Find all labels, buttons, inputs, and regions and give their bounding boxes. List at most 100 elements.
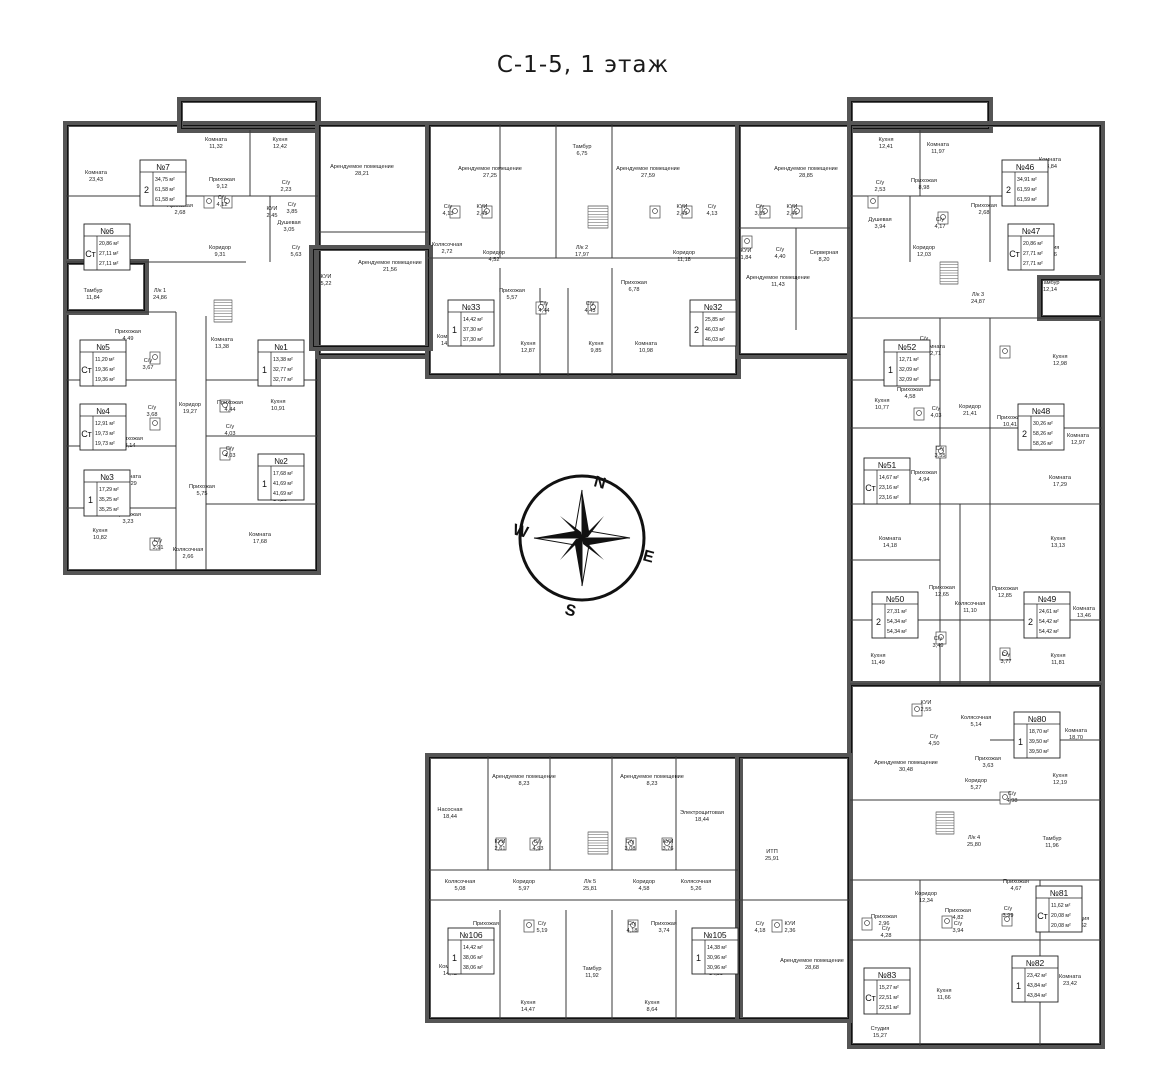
apartment-area-living: 20,86 м² bbox=[1023, 241, 1043, 247]
room-name: Л/к 4 bbox=[968, 835, 980, 841]
room-name: КУИ bbox=[495, 839, 506, 845]
room-area: 21,41 bbox=[963, 411, 977, 417]
room-area: 2,43 bbox=[677, 211, 688, 217]
room-area: 3,76 bbox=[663, 846, 674, 852]
room-area: 4,28 bbox=[881, 933, 892, 939]
room-area: 8,23 bbox=[519, 781, 530, 787]
room-name: Колясочная bbox=[173, 547, 204, 553]
room-area: 4,03 bbox=[225, 431, 236, 437]
room-name: С/у bbox=[1004, 906, 1013, 912]
apartment-area-living: 12,71 м² bbox=[899, 357, 919, 363]
room-name: Прихожая bbox=[115, 329, 141, 335]
room-area: 3,67 bbox=[143, 365, 154, 371]
room-area: 11,32 bbox=[209, 144, 223, 150]
room-name: Кухня bbox=[271, 399, 286, 405]
room-name: Л/к 5 bbox=[584, 879, 596, 885]
room-area: 13,13 bbox=[1051, 543, 1065, 549]
apartment-area-living: 34,91 м² bbox=[1017, 177, 1037, 183]
room-area: 5,22 bbox=[321, 281, 332, 287]
room-area: 2,72 bbox=[442, 249, 453, 255]
room-name: С/у bbox=[882, 926, 891, 932]
room-area: 8,23 bbox=[647, 781, 658, 787]
apartment-area-total: 54,34 м² bbox=[887, 619, 907, 625]
room-area: 10,82 bbox=[93, 535, 107, 541]
room-name: Кухня bbox=[875, 398, 890, 404]
apartment-number: №32 bbox=[704, 302, 723, 312]
room-name: С/у bbox=[776, 247, 785, 253]
room-area: 2,96 bbox=[879, 921, 890, 927]
room-area: 17,29 bbox=[1053, 482, 1067, 488]
room-name: С/у bbox=[756, 204, 765, 210]
apartment-area-living: 25,85 м² bbox=[705, 317, 725, 323]
room-name: Электрощитовая bbox=[680, 810, 724, 816]
apartment-number: №7 bbox=[156, 162, 170, 172]
room-area: 18,44 bbox=[695, 817, 709, 823]
apartment-area-gross: 20,08 м² bbox=[1051, 923, 1071, 929]
apartment-area-gross: 54,34 м² bbox=[887, 629, 907, 635]
room-area: 9,31 bbox=[215, 252, 226, 258]
labels-layer: Комната23,43Комната11,32Кухня12,42Прихож… bbox=[84, 137, 1096, 1039]
room-name: Душевая bbox=[277, 220, 300, 226]
apartment-area-gross: 32,09 м² bbox=[899, 377, 919, 383]
room-name: Прихожая bbox=[911, 470, 937, 476]
room-name: Прихожая bbox=[499, 288, 525, 294]
room-area: 4,94 bbox=[919, 477, 930, 483]
apartment-area-total: 54,42 м² bbox=[1039, 619, 1059, 625]
apartment-area-living: 14,38 м² bbox=[707, 945, 727, 951]
room-name: Прихожая bbox=[189, 484, 215, 490]
room-name: С/у bbox=[586, 301, 595, 307]
apartment-type: 1 bbox=[696, 953, 701, 963]
room-name: С/у bbox=[218, 195, 227, 201]
apartment-area-living: 15,27 м² bbox=[879, 985, 899, 991]
apartment-type: 1 bbox=[452, 325, 457, 335]
room-name: Л/к 1 bbox=[154, 288, 166, 294]
apartment-type: Cт bbox=[85, 249, 96, 259]
room-area: 12,41 bbox=[879, 144, 893, 150]
apartment-number: №48 bbox=[1032, 406, 1051, 416]
apartment-number: №106 bbox=[459, 930, 483, 940]
apartment-area-total: 46,03 м² bbox=[705, 327, 725, 333]
apartment-area-total: 19,73 м² bbox=[95, 431, 115, 437]
room-area: 2,66 bbox=[183, 554, 194, 560]
room-area: 3,99 bbox=[1003, 913, 1014, 919]
room-name: Прихожая bbox=[473, 921, 499, 927]
apartment-area-gross: 30,96 м² bbox=[707, 965, 727, 971]
room-area: 11,84 bbox=[86, 295, 100, 301]
room-name: КУИ bbox=[921, 700, 932, 706]
apartment-area-total: 32,09 м² bbox=[899, 367, 919, 373]
room-name: Арендуемое помещение bbox=[492, 774, 556, 780]
room-name: Кухня bbox=[1051, 653, 1066, 659]
room-area: 2,68 bbox=[175, 210, 186, 216]
room-area: 10,77 bbox=[875, 405, 889, 411]
room-name: КУИ bbox=[787, 204, 798, 210]
room-name: Комната bbox=[1059, 974, 1082, 980]
room-area: 4,18 bbox=[755, 928, 766, 934]
room-name: Комната bbox=[211, 337, 234, 343]
apartment-area-total: 19,36 м² bbox=[95, 367, 115, 373]
apartment-type: 1 bbox=[1018, 737, 1023, 747]
room-area: 13,38 bbox=[215, 344, 229, 350]
room-name: Серверная bbox=[810, 250, 839, 256]
apartment-number: №5 bbox=[96, 342, 110, 352]
room-name: С/у bbox=[154, 538, 163, 544]
room-name: С/у bbox=[282, 180, 291, 186]
room-name: Прихожая bbox=[929, 585, 955, 591]
room-area: 11,18 bbox=[677, 257, 691, 263]
room-area: 4,58 bbox=[905, 394, 916, 400]
apartment-area-total: 39,50 м² bbox=[1029, 739, 1049, 745]
room-area: 5,19 bbox=[537, 928, 548, 934]
apartment-number: №6 bbox=[100, 226, 114, 236]
apartment-area-living: 12,91 м² bbox=[95, 421, 115, 427]
room-name: Арендуемое помещение bbox=[458, 166, 522, 172]
room-area: 3,49 bbox=[933, 643, 944, 649]
room-area: 12,34 bbox=[919, 898, 933, 904]
room-name: Комната bbox=[635, 341, 658, 347]
room-name: Прихожая bbox=[911, 178, 937, 184]
room-area: 3,85 bbox=[287, 209, 298, 215]
room-name: Комната bbox=[879, 536, 902, 542]
